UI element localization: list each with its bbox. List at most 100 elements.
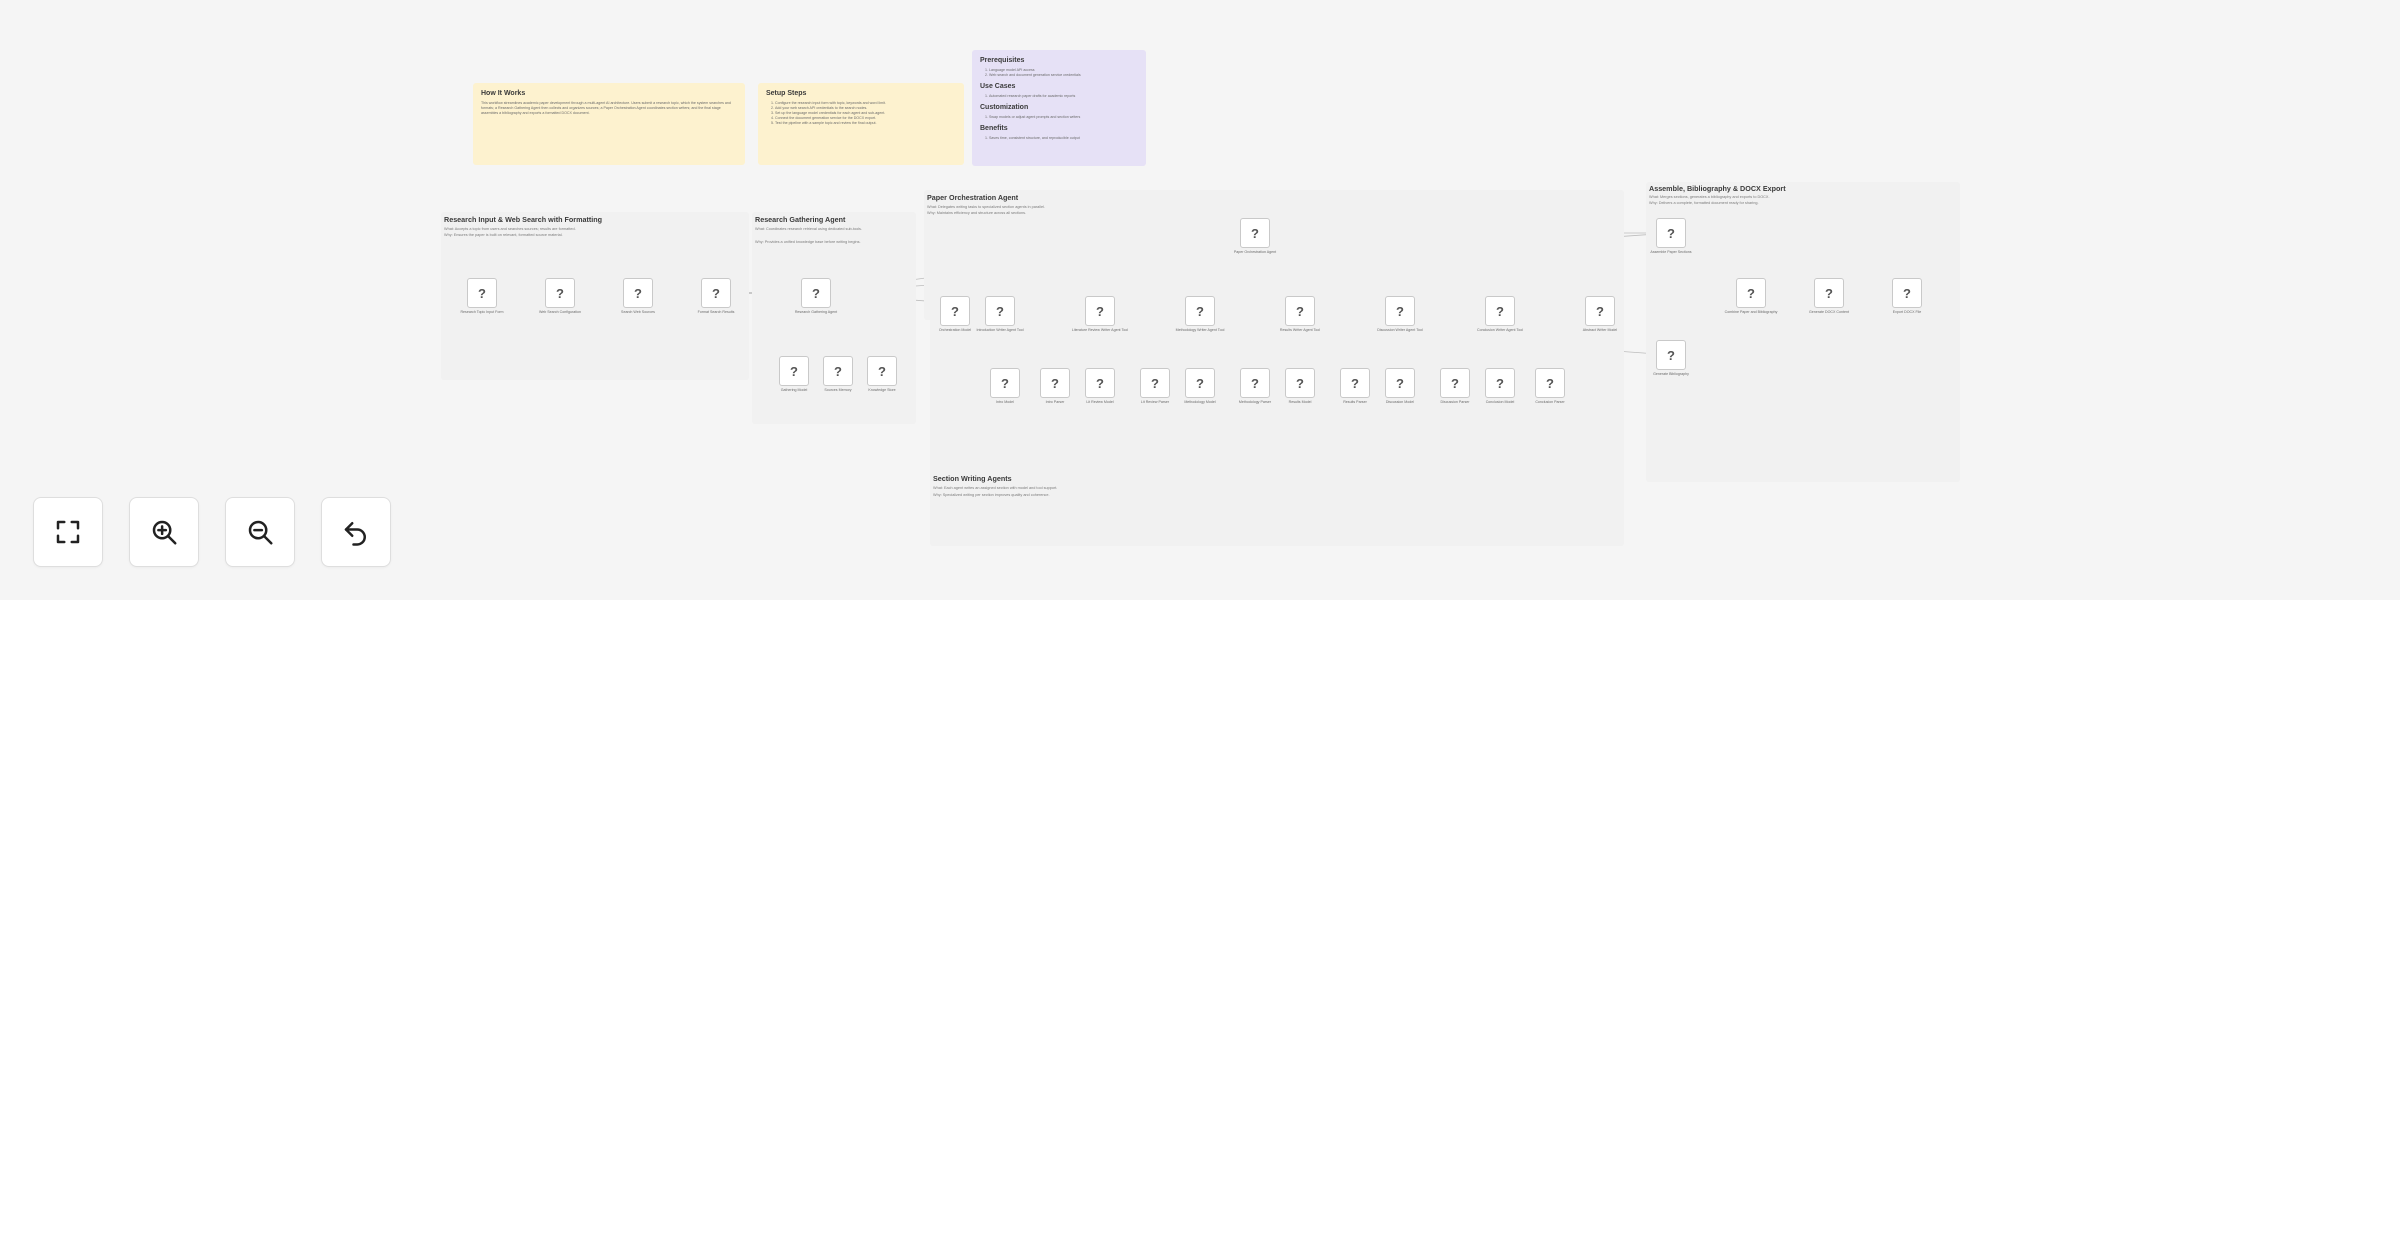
group-description: What: Merges sections, generates a bibli… xyxy=(1649,195,1770,199)
workflow-node[interactable]: ? xyxy=(1656,218,1686,248)
setup-step: Add your web search API credentials to t… xyxy=(775,106,956,111)
workflow-node[interactable]: ? xyxy=(1240,368,1270,398)
group-assemble[interactable] xyxy=(1646,182,1960,482)
workflow-node[interactable]: ? xyxy=(1892,278,1922,308)
node-label: Results Parser xyxy=(1343,400,1367,404)
node-label: Introduction Writer Agent Tool xyxy=(976,328,1024,332)
workflow-node[interactable]: ? xyxy=(1040,368,1070,398)
zoom-out-button[interactable] xyxy=(225,497,295,567)
sticky-title: Prerequisites xyxy=(980,57,1025,64)
node-label: Paper Orchestration Agent xyxy=(1233,250,1277,254)
setup-step: Test the pipeline with a sample topic an… xyxy=(775,121,956,126)
sticky-setup-steps[interactable]: Setup Steps Configure the research input… xyxy=(758,83,964,165)
workflow-canvas[interactable]: How It Works This workflow streamlines a… xyxy=(0,0,2400,600)
workflow-node[interactable]: ? xyxy=(823,356,853,386)
workflow-node[interactable]: ? xyxy=(985,296,1015,326)
group-description: What: Coordinates research retrieval usi… xyxy=(755,227,863,231)
workflow-node[interactable]: ? xyxy=(1285,368,1315,398)
node-label: Results Writer Agent Tool xyxy=(1279,328,1321,332)
prerequisites-list: Language model API access Web search and… xyxy=(980,68,1138,78)
benefits-list: Saves time, consistent structure, and re… xyxy=(980,136,1138,141)
list-item: Web search and document generation servi… xyxy=(989,73,1138,78)
workflow-node[interactable]: ? xyxy=(545,278,575,308)
node-label: Format Search Results xyxy=(697,310,735,314)
node-label: Methodology Model xyxy=(1184,400,1216,404)
workflow-node[interactable]: ? xyxy=(1185,296,1215,326)
node-label: Intro Model xyxy=(996,400,1014,404)
fit-view-button[interactable] xyxy=(33,497,103,567)
workflow-node[interactable]: ? xyxy=(1585,296,1615,326)
node-label: Web Search Configuration xyxy=(538,310,582,314)
group-description: Why: Ensures the paper is built on relev… xyxy=(444,233,563,237)
setup-step: Configure the research input form with t… xyxy=(775,101,956,106)
node-label: Lit Review Model xyxy=(1086,400,1114,404)
list-item: Saves time, consistent structure, and re… xyxy=(989,136,1138,141)
zoom-out-icon xyxy=(248,520,273,545)
workflow-node[interactable]: ? xyxy=(1140,368,1170,398)
node-label: Generate DOCX Content xyxy=(1809,310,1849,314)
node-label: Generate Bibliography xyxy=(1653,372,1689,376)
zoom-in-icon xyxy=(152,520,177,545)
workflow-node[interactable]: ? xyxy=(1535,368,1565,398)
workflow-node[interactable]: ? xyxy=(701,278,731,308)
workflow-node[interactable]: ? xyxy=(1240,218,1270,248)
node-label: Methodology Parser xyxy=(1238,400,1272,404)
node-label: Lit Review Parser xyxy=(1140,400,1170,404)
group-description: What: Delegates writing tasks to special… xyxy=(927,205,1045,209)
group-description: Why: Maintains efficiency and structure … xyxy=(927,211,1027,215)
zoom-in-button[interactable] xyxy=(129,497,199,567)
group-description: What: Each agent writes an assigned sect… xyxy=(933,486,1058,490)
sticky-info[interactable]: Prerequisites Language model API access … xyxy=(972,50,1146,166)
undo-button[interactable] xyxy=(321,497,391,567)
list-item: Automated research paper drafts for acad… xyxy=(989,94,1138,99)
node-label: Methodology Writer Agent Tool xyxy=(1175,328,1225,332)
group-research-gathering[interactable] xyxy=(752,212,916,424)
node-label: Gathering Model xyxy=(780,388,808,392)
setup-step: Connect the document generation service … xyxy=(775,116,956,121)
workflow-node[interactable]: ? xyxy=(1385,368,1415,398)
group-title: Assemble, Bibliography & DOCX Export xyxy=(1649,184,1786,193)
node-label: Discussion Writer Agent Tool xyxy=(1377,328,1423,332)
sticky-title: Setup Steps xyxy=(766,90,807,97)
workflow-node[interactable]: ? xyxy=(1485,368,1515,398)
node-label: Sources Memory xyxy=(824,388,852,392)
workflow-node[interactable]: ? xyxy=(1814,278,1844,308)
group-title: Paper Orchestration Agent xyxy=(927,193,1019,202)
node-label: Conclusion Parser xyxy=(1535,400,1565,404)
sticky-body: This workflow streamlines academic paper… xyxy=(481,101,731,115)
workflow-node[interactable]: ? xyxy=(1340,368,1370,398)
workflow-node[interactable]: ? xyxy=(1085,368,1115,398)
workflow-node[interactable]: ? xyxy=(1185,368,1215,398)
workflow-node[interactable]: ? xyxy=(1385,296,1415,326)
node-label: Conclusion Model xyxy=(1485,400,1515,404)
sticky-how-it-works[interactable]: How It Works This workflow streamlines a… xyxy=(473,83,745,165)
workflow-node[interactable]: ? xyxy=(867,356,897,386)
workflow-node[interactable]: ? xyxy=(940,296,970,326)
workflow-node[interactable]: ? xyxy=(1736,278,1766,308)
group-section-writing[interactable] xyxy=(930,278,1624,546)
workflow-node[interactable]: ? xyxy=(779,356,809,386)
undo-icon xyxy=(344,522,366,546)
workflow-node[interactable]: ? xyxy=(623,278,653,308)
workflow-node[interactable]: ? xyxy=(1285,296,1315,326)
group-description: Why: Specialized writing per section imp… xyxy=(933,493,1050,497)
group-description: Why: Delivers a complete, formatted docu… xyxy=(1649,201,1759,205)
workflow-node[interactable]: ? xyxy=(801,278,831,308)
node-label: Research Gathering Agent xyxy=(794,310,838,314)
workflow-node[interactable]: ? xyxy=(990,368,1020,398)
node-label: Combine Paper and Bibliography xyxy=(1724,310,1778,314)
node-label: Results Model xyxy=(1288,400,1312,404)
workflow-node[interactable]: ? xyxy=(467,278,497,308)
workflow-node[interactable]: ? xyxy=(1656,340,1686,370)
node-label: Search Web Sources xyxy=(621,310,655,314)
list-item: Swap models or adjust agent prompts and … xyxy=(989,115,1138,120)
workflow-node[interactable]: ? xyxy=(1085,296,1115,326)
workflow-node[interactable]: ? xyxy=(1440,368,1470,398)
node-label: Intro Parser xyxy=(1045,400,1065,404)
node-label: Export DOCX File xyxy=(1892,310,1922,314)
group-description: What: Accepts a topic from users and sea… xyxy=(444,227,576,231)
node-label: Discussion Parser xyxy=(1440,400,1470,404)
node-label: Research Topic Input Form xyxy=(460,310,504,314)
workflow-node[interactable]: ? xyxy=(1485,296,1515,326)
sticky-title: How It Works xyxy=(481,90,526,97)
